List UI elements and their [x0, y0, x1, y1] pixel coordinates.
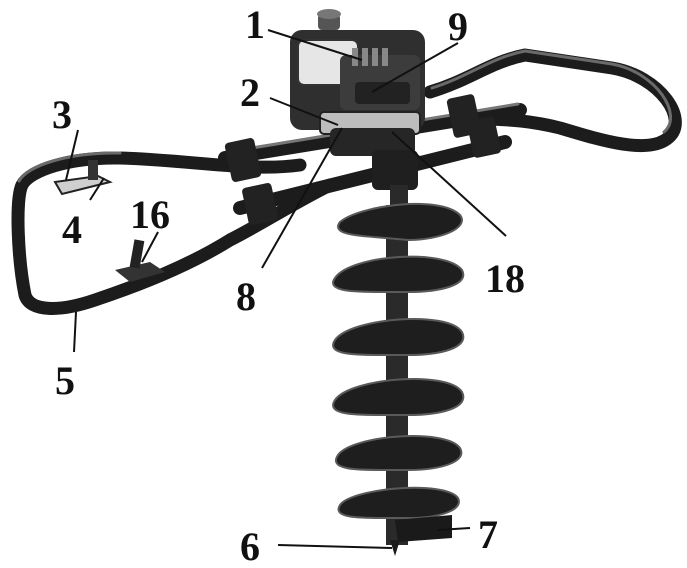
callout-18: 18: [485, 256, 525, 301]
callout-8: 8: [236, 274, 256, 319]
callout-7: 7: [478, 512, 498, 557]
callout-2: 2: [240, 70, 260, 115]
callout-6: 6: [240, 524, 260, 568]
callout-16: 16: [130, 192, 170, 237]
callout-4: 4: [62, 207, 82, 252]
engine-power-head: [290, 9, 425, 156]
auger-bit: [333, 204, 463, 556]
callout-5: 5: [55, 358, 75, 403]
callout-1: 1: [245, 2, 265, 47]
callout-9: 9: [448, 4, 468, 49]
callout-3: 3: [52, 92, 72, 137]
